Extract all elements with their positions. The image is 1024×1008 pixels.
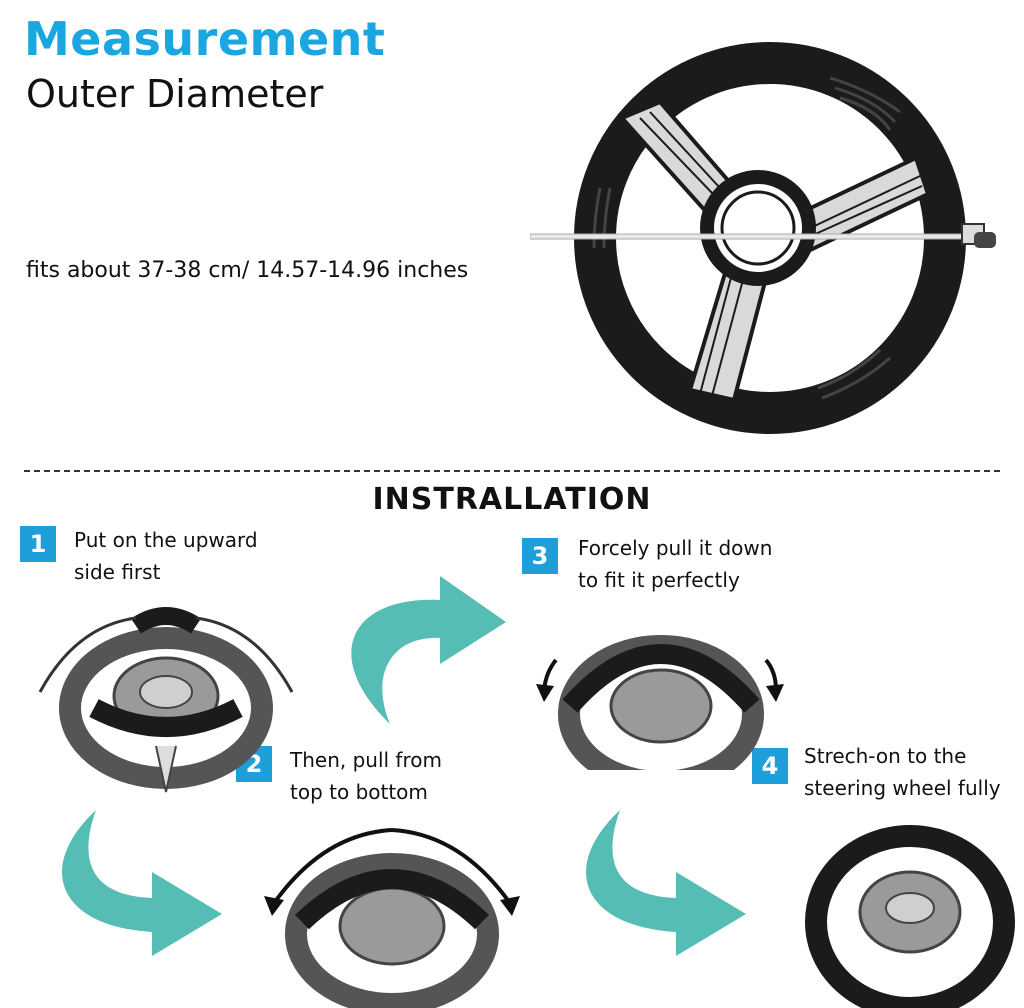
step-4-text: Strech-on to the steering wheel fully xyxy=(804,740,1001,804)
step-2-illustration xyxy=(264,828,520,1008)
curved-arrow-icon xyxy=(62,810,222,956)
step-4-line-2: steering wheel fully xyxy=(804,776,1001,800)
step-1-line-2: side first xyxy=(74,560,161,584)
step-3-illustration xyxy=(536,635,784,770)
step-2-line-1: Then, pull from xyxy=(290,748,442,772)
page-subtitle: Outer Diameter xyxy=(26,72,324,116)
step-1-line-1: Put on the upward xyxy=(74,528,258,552)
step-1-illustration xyxy=(38,607,294,793)
curved-arrow-icon xyxy=(351,576,506,724)
step-4-illustration xyxy=(805,825,1015,1008)
step-4-badge: 4 xyxy=(752,748,788,784)
section-divider xyxy=(24,470,1000,472)
step-1-text: Put on the upward side first xyxy=(74,524,258,588)
step-3-text: Forcely pull it down to fit it perfectly xyxy=(578,532,772,596)
step-2-text: Then, pull from top to bottom xyxy=(290,744,442,808)
fit-size-text: fits about 37-38 cm/ 14.57-14.96 inches xyxy=(26,258,469,283)
installation-title: INSTRALLATION xyxy=(372,482,652,517)
steering-wheel-illustration xyxy=(530,42,996,434)
page-title: Measurement xyxy=(24,12,386,66)
step-3-badge: 3 xyxy=(522,538,558,574)
step-2-line-2: top to bottom xyxy=(290,780,428,804)
step-1-badge: 1 xyxy=(20,526,56,562)
step-4-line-1: Strech-on to the xyxy=(804,744,967,768)
step-3-line-2: to fit it perfectly xyxy=(578,568,740,592)
curved-arrow-icon xyxy=(586,810,746,956)
step-3-line-1: Forcely pull it down xyxy=(578,536,773,560)
